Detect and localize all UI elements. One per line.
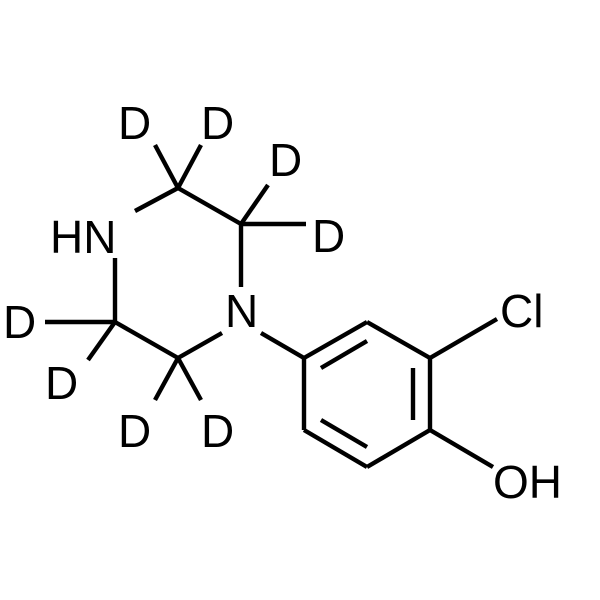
bond-aryl-cl bbox=[428, 317, 499, 360]
d-label-2: D bbox=[201, 97, 234, 149]
d-label-7: D bbox=[118, 405, 151, 457]
d-label-3: D bbox=[269, 134, 302, 186]
deuterium-bonds bbox=[45, 143, 306, 402]
piperazine-ring bbox=[112, 186, 244, 360]
bond-c3-d7 bbox=[153, 356, 180, 402]
bond-nh-c1 bbox=[133, 186, 180, 213]
double-bond-inner-1 bbox=[319, 339, 369, 370]
benzene-ring bbox=[301, 320, 433, 469]
n-label: N bbox=[225, 285, 258, 337]
bond-c1-c2 bbox=[176, 186, 243, 226]
d-label-8: D bbox=[201, 405, 234, 457]
bond-c4-d6 bbox=[86, 320, 117, 362]
bond-b5-b6 bbox=[302, 428, 369, 469]
cl-label: Cl bbox=[500, 285, 543, 337]
bond-aryl-oh bbox=[428, 428, 495, 469]
d-label-5: D bbox=[3, 296, 36, 348]
bond-n-c3 bbox=[176, 331, 224, 360]
bond-n-aryl bbox=[259, 331, 306, 360]
bond-c3-c4 bbox=[113, 320, 180, 360]
atom-labels: HN N Cl OH D D D D D D D D bbox=[3, 97, 562, 508]
bond-b2-b3 bbox=[365, 320, 432, 360]
bond-c1-d1 bbox=[153, 143, 180, 190]
d-label-1: D bbox=[118, 97, 151, 149]
d-label-4: D bbox=[312, 210, 345, 262]
d-label-6: D bbox=[45, 357, 78, 409]
bond-c1-d2 bbox=[176, 143, 203, 190]
oh-label: OH bbox=[493, 456, 562, 508]
bond-b1-b2 bbox=[302, 320, 369, 360]
double-bond-inner-3 bbox=[319, 418, 369, 449]
bond-c2-d3 bbox=[239, 183, 270, 226]
nh-label: HN bbox=[50, 211, 116, 263]
bond-b4-b5 bbox=[365, 428, 432, 469]
bond-c3-d8 bbox=[176, 356, 203, 402]
